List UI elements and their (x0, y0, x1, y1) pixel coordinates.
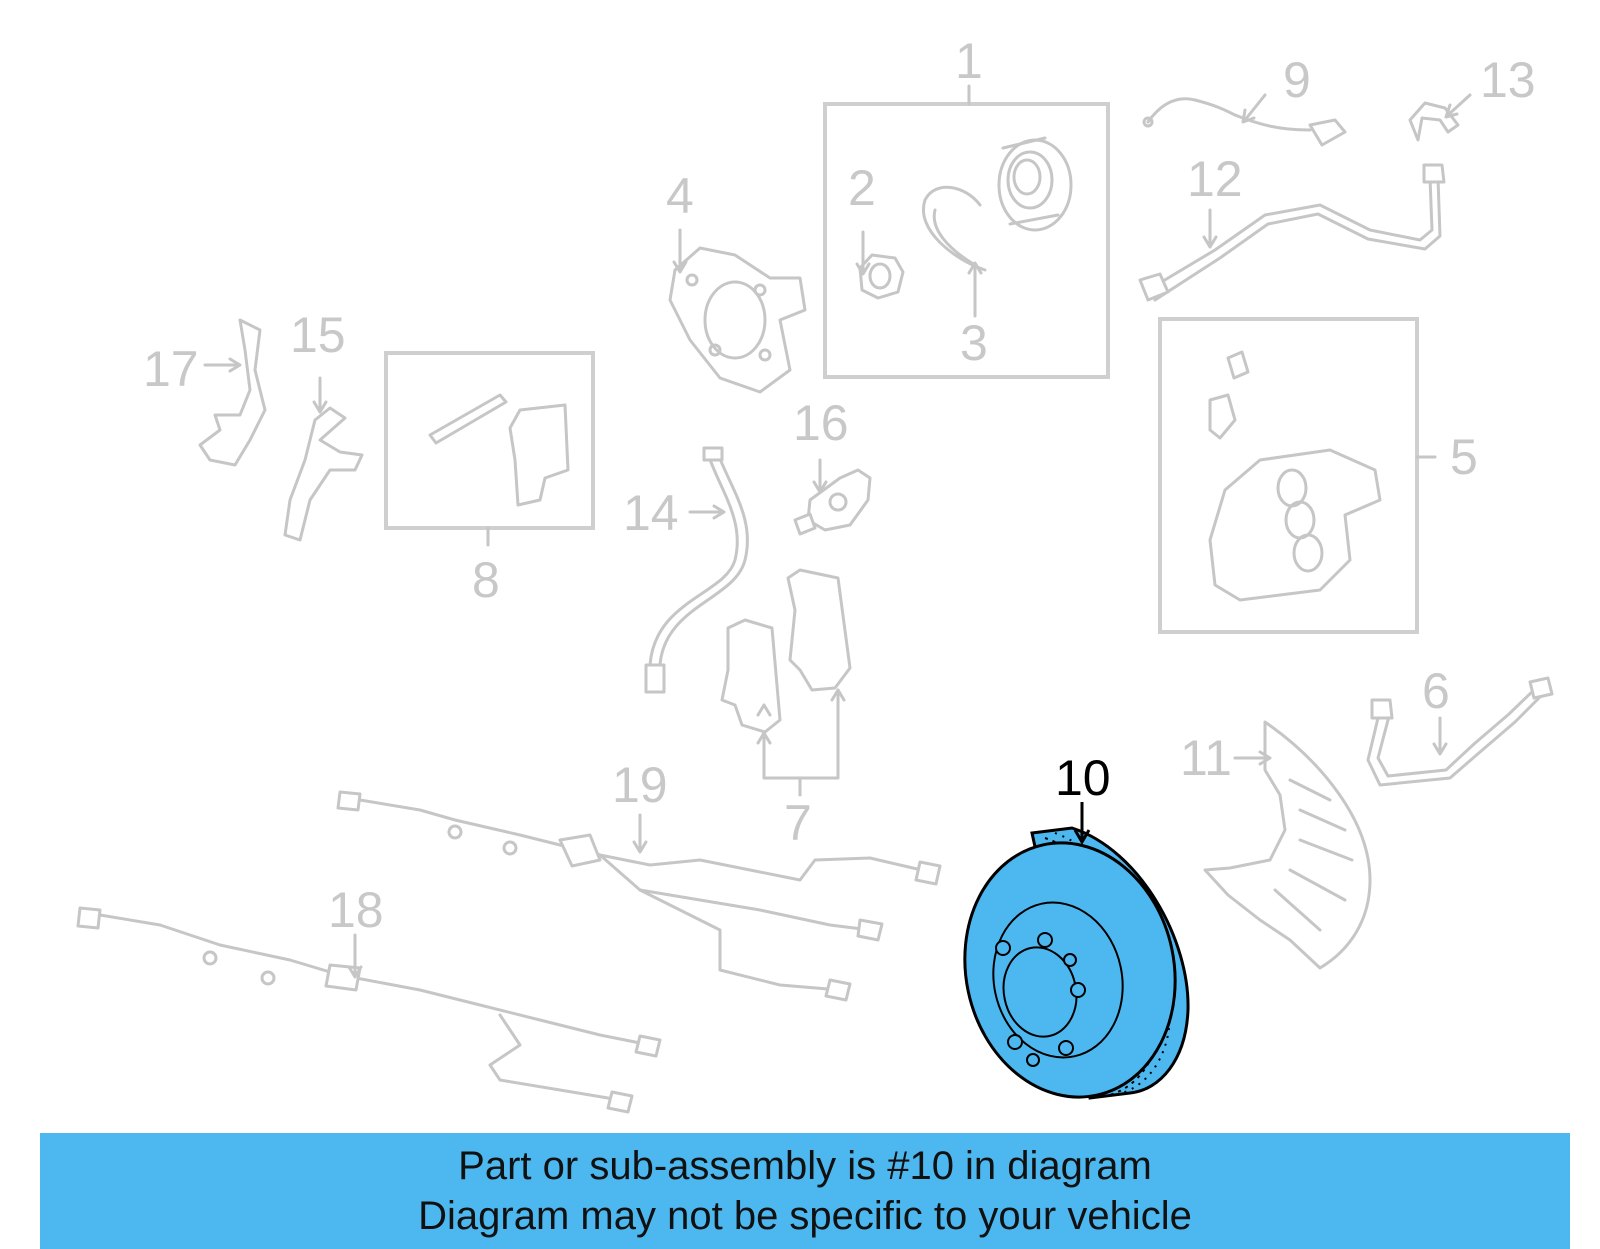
callout-12: 12 (1187, 151, 1243, 207)
callout-6: 6 (1422, 663, 1450, 719)
nut-shape (858, 253, 905, 300)
info-banner: Part or sub-assembly is #10 in diagram D… (40, 1133, 1570, 1249)
gray-arrow (347, 933, 363, 979)
callout-5: 5 (1450, 429, 1478, 485)
banner-line-2: Diagram may not be specific to your vehi… (418, 1194, 1192, 1238)
part-16-shape[interactable] (793, 468, 872, 536)
callout-9: 9 (1283, 52, 1311, 108)
part-18-shape[interactable] (76, 906, 662, 1114)
callout-7: 7 (784, 795, 812, 851)
gray-arrows (203, 93, 1472, 979)
callout-10: 10 (1055, 750, 1111, 806)
part-17-shape[interactable] (198, 318, 267, 467)
callout-17: 17 (143, 341, 199, 397)
gray-arrow (688, 504, 726, 520)
gray-arrow (855, 230, 871, 276)
part-11-shape[interactable] (1203, 720, 1372, 970)
callout-19: 19 (612, 757, 668, 813)
part-19-shape[interactable] (336, 790, 942, 1002)
part-5-box (1158, 317, 1419, 634)
gray-arrow (1233, 750, 1272, 766)
part-7-shape[interactable] (720, 568, 852, 797)
gray-arrow (756, 703, 772, 717)
callout-8: 8 (472, 552, 500, 608)
part-14-shape[interactable] (644, 446, 749, 694)
part-1-group[interactable] (823, 84, 1110, 379)
part-5-group[interactable] (1158, 317, 1437, 634)
callout-11: 11 (1180, 730, 1232, 786)
part-1-box (823, 102, 1110, 379)
bearing-shape (997, 136, 1073, 232)
gray-arrow (1241, 93, 1267, 124)
part-15-shape[interactable] (283, 406, 364, 542)
black-arrow (1073, 802, 1091, 845)
gray-arrow (967, 261, 983, 318)
callout-1: 1 (955, 33, 983, 89)
callout-13: 13 (1480, 52, 1536, 108)
callout-14: 14 (623, 485, 679, 541)
part-10-brake-rotor[interactable] (942, 823, 1199, 1117)
gray-arrow (830, 688, 846, 702)
callout-2: 2 (848, 160, 876, 216)
part-8-group[interactable] (384, 351, 595, 547)
gray-arrow (1444, 93, 1472, 119)
gray-arrow (1202, 208, 1218, 249)
banner-line-1: Part or sub-assembly is #10 in diagram (458, 1144, 1152, 1188)
callout-16: 16 (793, 395, 849, 451)
gray-arrow (756, 731, 772, 745)
callout-4: 4 (666, 168, 694, 224)
part-9-shape[interactable] (1142, 97, 1347, 147)
snap-ring-shape (921, 185, 987, 272)
part-12-shape[interactable] (1138, 163, 1446, 302)
part-13-shape[interactable] (1408, 101, 1460, 142)
gray-arrow (632, 813, 648, 854)
gray-arrow (1432, 716, 1448, 756)
part-4-shape[interactable] (668, 246, 807, 394)
callout-18: 18 (328, 882, 384, 938)
gray-arrow (203, 357, 242, 373)
gray-arrow (312, 376, 328, 414)
callout-15: 15 (290, 307, 346, 363)
callout-3: 3 (960, 315, 988, 371)
gray-arrow (812, 458, 828, 494)
part-6-shape[interactable] (1366, 676, 1554, 787)
gray-arrow (672, 228, 688, 274)
